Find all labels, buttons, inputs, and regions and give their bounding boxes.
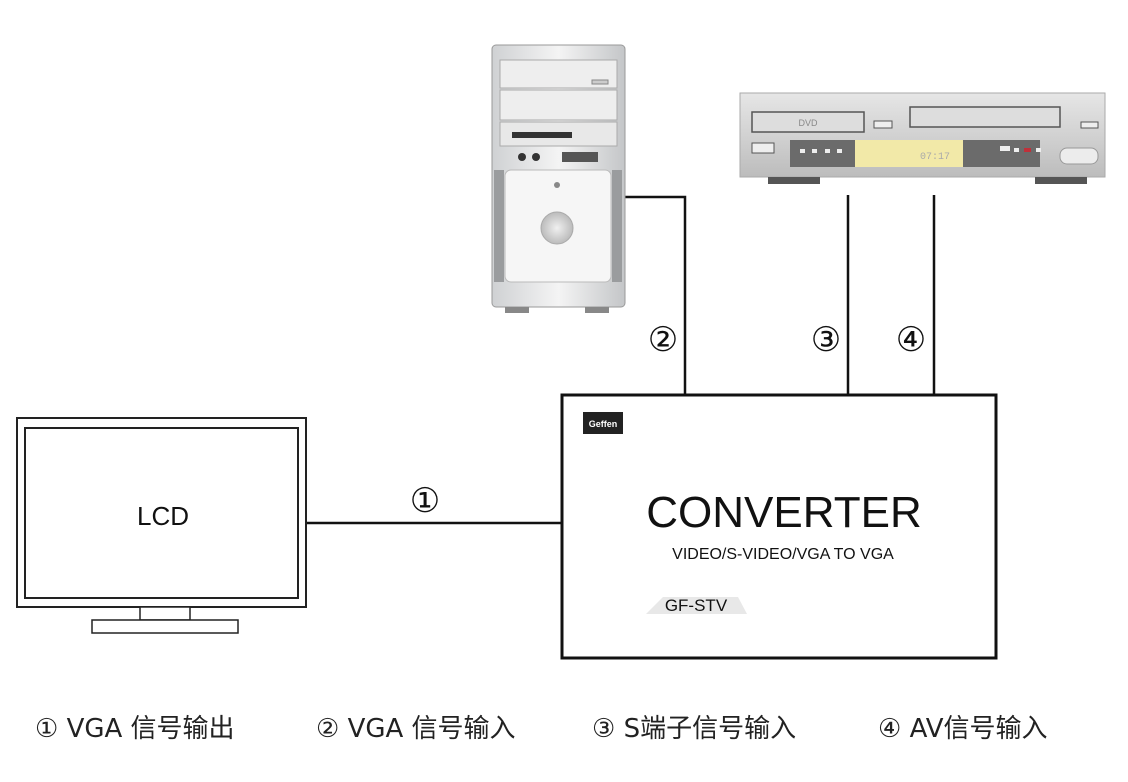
legend-item-4: ④ AV信号输入 xyxy=(878,714,1048,744)
cables xyxy=(306,195,936,525)
legend-item-3: ③ S端子信号输入 xyxy=(592,714,797,744)
marker-1: ① xyxy=(410,482,440,520)
marker-2: ② xyxy=(648,321,678,359)
lcd-label: LCD xyxy=(137,501,189,531)
converter-subtitle: VIDEO/S-VIDEO/VGA TO VGA xyxy=(672,546,894,563)
converter-model: GF-STV xyxy=(665,596,728,615)
converter-title: CONVERTER xyxy=(646,488,921,537)
legend-item-1: ① VGA 信号输出 xyxy=(35,714,235,744)
geffen-logo: Geffen xyxy=(583,412,623,434)
legend: ① VGA 信号输出 ② VGA 信号输入 ③ S端子信号输入 ④ AV信号输入 xyxy=(0,708,1128,748)
legend-item-2: ② VGA 信号输入 xyxy=(316,714,516,744)
dvd-player: DVD 07:17 xyxy=(739,92,1106,184)
svg-text:Geffen: Geffen xyxy=(589,419,618,429)
dvd-display: 07:17 xyxy=(920,152,950,163)
dvd-logo: DVD xyxy=(798,118,818,128)
marker-3: ③ xyxy=(811,321,841,359)
marker-4: ④ xyxy=(896,321,926,359)
pc-tower xyxy=(491,44,626,313)
cable-2 xyxy=(625,195,687,395)
converter-box: Geffen CONVERTER VIDEO/S-VIDEO/VGA TO VG… xyxy=(560,393,998,660)
lcd-monitor: LCD xyxy=(16,417,307,634)
